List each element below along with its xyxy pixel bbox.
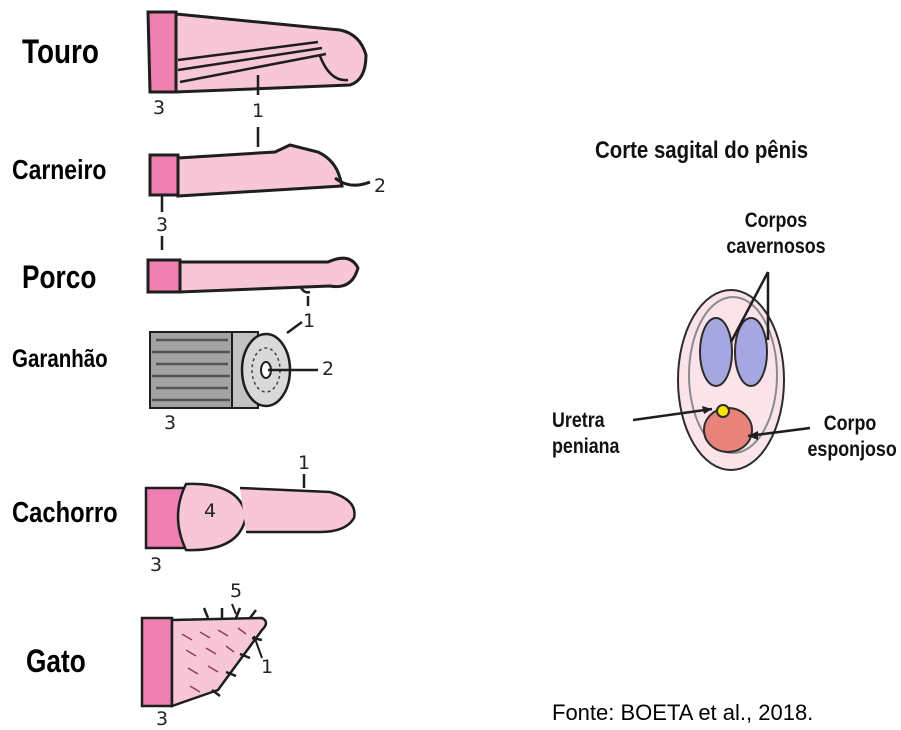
cross-section-drawing — [633, 272, 810, 470]
marker-cachorro-1: 1 — [298, 452, 310, 474]
cat-penis-drawing — [142, 604, 266, 706]
label-uretra-line1: Uretra — [552, 408, 620, 434]
label-corpos-cavernosos-line2: cavernosos — [725, 234, 827, 260]
label-corpos-cavernosos-line1: Corpos — [725, 208, 827, 234]
label-gato: Gato — [26, 643, 86, 680]
label-corpos-cavernosos: Corpos cavernosos — [725, 208, 827, 260]
ram-penis-drawing — [150, 145, 370, 250]
marker-gato-3: 3 — [156, 708, 168, 730]
source-caption: Fonte: BOETA et al., 2018. — [552, 700, 813, 726]
label-garanhao: Garanhão — [12, 345, 108, 374]
label-cachorro: Cachorro — [12, 497, 118, 530]
label-corpo-line1: Corpo — [808, 411, 893, 437]
label-carneiro: Carneiro — [12, 154, 106, 186]
marker-cachorro-3: 3 — [150, 554, 162, 576]
marker-gato-1: 1 — [261, 656, 273, 678]
marker-carneiro-3: 3 — [156, 214, 168, 236]
marker-carneiro-2: 2 — [374, 175, 386, 197]
stallion-penis-drawing — [150, 332, 318, 408]
label-corpo-line2: esponjoso — [808, 437, 893, 463]
marker-garanhao-3: 3 — [164, 412, 176, 434]
marker-touro-3: 3 — [153, 97, 165, 119]
label-porco: Porco — [22, 259, 96, 296]
label-corpo-esponjoso: Corpo esponjoso — [808, 411, 893, 463]
marker-gato-5: 5 — [230, 580, 242, 602]
dog-penis-drawing — [146, 474, 355, 550]
label-touro: Touro — [22, 33, 99, 72]
corpo-cavernoso-right — [735, 318, 767, 386]
marker-cachorro-4: 4 — [204, 500, 216, 522]
bull-penis-drawing — [148, 12, 366, 147]
uretra-circle — [717, 405, 729, 417]
marker-touro-1: 1 — [252, 100, 264, 122]
marker-porco-1: 1 — [303, 310, 315, 332]
cross-section-title: Corte sagital do pênis — [595, 138, 850, 164]
corpo-cavernoso-left — [700, 318, 732, 386]
label-uretra-peniana: Uretra peniana — [552, 408, 620, 460]
pig-penis-drawing — [148, 258, 358, 333]
label-uretra-line2: peniana — [552, 434, 620, 460]
marker-garanhao-2: 2 — [322, 358, 334, 380]
